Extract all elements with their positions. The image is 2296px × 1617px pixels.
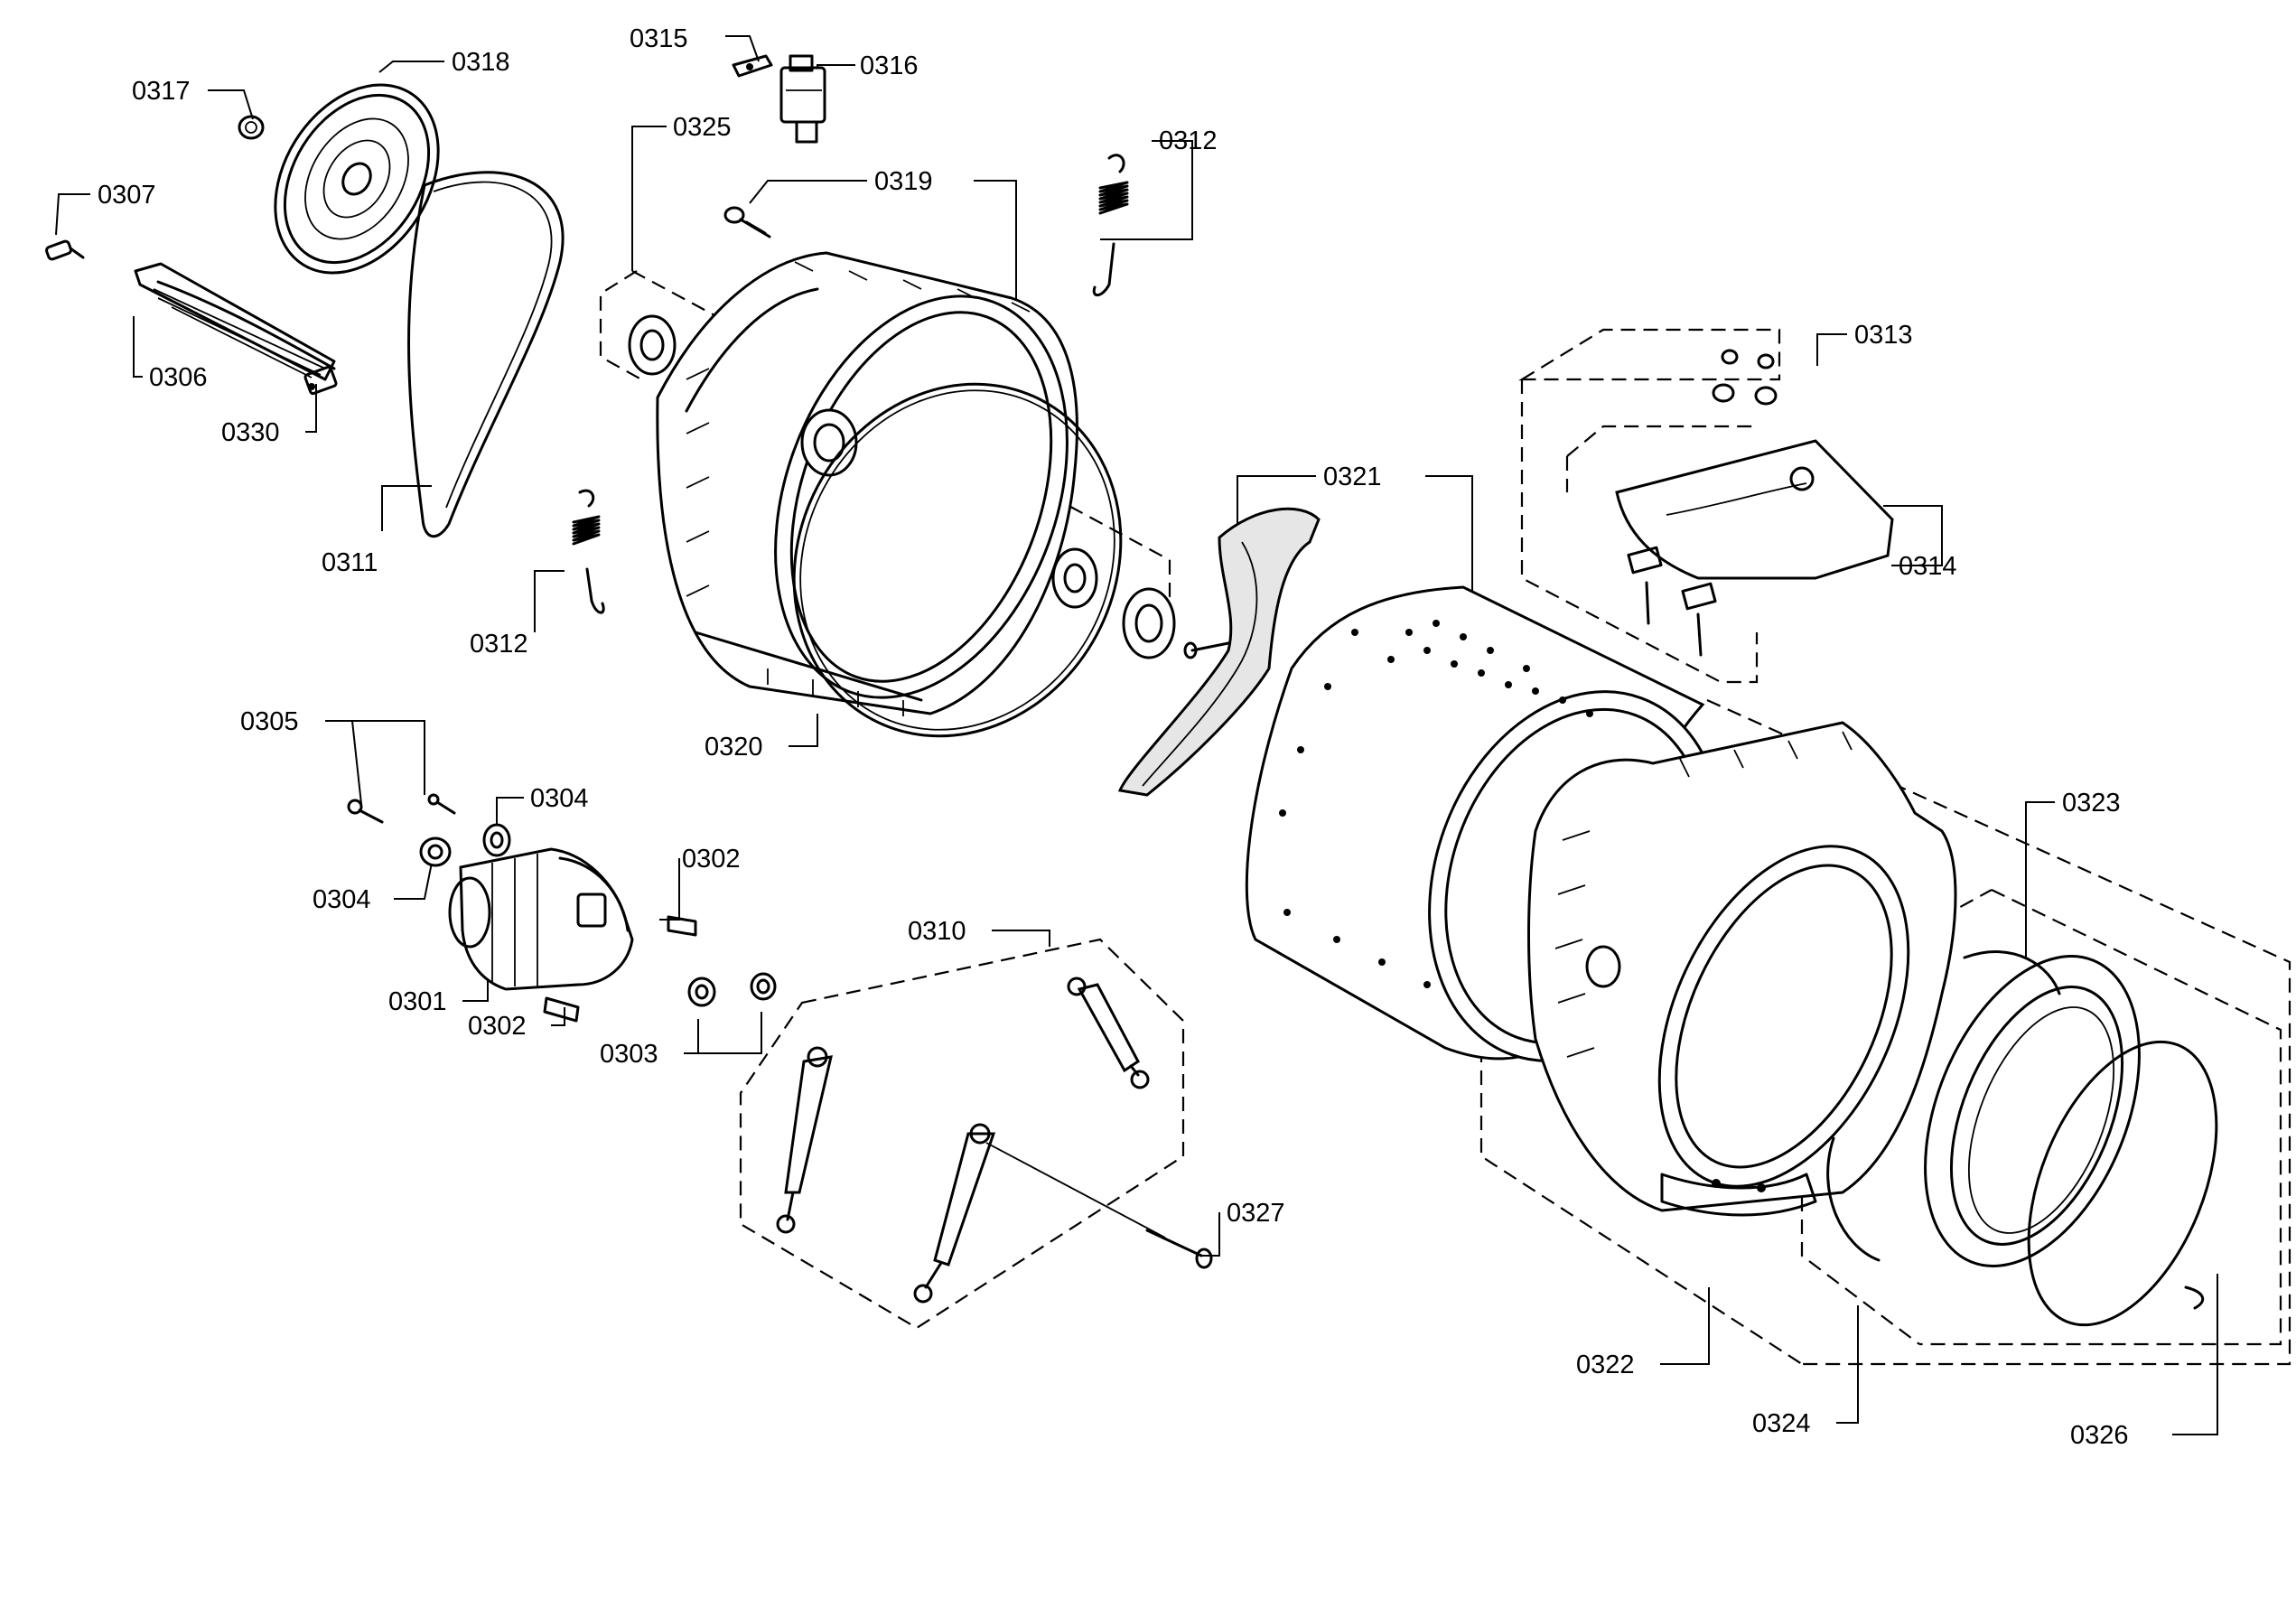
shock-absorber-a xyxy=(776,1046,833,1234)
label-0318[interactable]: 0318 xyxy=(452,48,510,77)
spring-0312-left xyxy=(572,489,605,614)
bushing-0304-a xyxy=(482,823,511,857)
switch-0316 xyxy=(779,54,826,144)
label-0317[interactable]: 0317 xyxy=(132,77,191,106)
label-0302-right[interactable]: 0302 xyxy=(682,845,741,874)
hardware-0313 xyxy=(1712,349,1778,406)
bushing-0304-b xyxy=(419,837,452,867)
seal-0325-c xyxy=(1122,587,1176,659)
label-0305[interactable]: 0305 xyxy=(240,707,299,736)
label-0306[interactable]: 0306 xyxy=(149,363,208,392)
label-0313[interactable]: 0313 xyxy=(1854,321,1913,350)
label-0330[interactable]: 0330 xyxy=(221,418,280,447)
label-0326[interactable]: 0326 xyxy=(2070,1421,2129,1450)
bearing-0325-b xyxy=(1051,547,1098,609)
heater-element-0306 xyxy=(134,262,336,381)
heater-group xyxy=(45,239,338,396)
label-0324[interactable]: 0324 xyxy=(1752,1409,1811,1438)
label-0321[interactable]: 0321 xyxy=(1323,463,1382,491)
counterweight-0314 xyxy=(1615,439,1894,657)
sensor-0330 xyxy=(303,365,338,396)
shock-absorber-c xyxy=(1067,977,1150,1089)
door-seal-0324 xyxy=(1924,955,2141,1267)
spider-0321 xyxy=(1117,507,1321,797)
front-tub-0322 xyxy=(1527,721,1957,1217)
bushing-0303-b xyxy=(750,972,777,1001)
label-0327[interactable]: 0327 xyxy=(1227,1199,1285,1228)
pulley-0318 xyxy=(274,83,440,275)
bolt-0305-a xyxy=(347,799,384,824)
label-0304-right[interactable]: 0304 xyxy=(530,784,589,813)
shock-absorbers-0310 xyxy=(776,977,1150,1304)
label-0301[interactable]: 0301 xyxy=(388,987,447,1016)
gasket-ring-0320 xyxy=(792,382,1123,738)
bushing-0303-a xyxy=(687,977,716,1007)
clamp-ring-0326 xyxy=(2027,1040,2218,1327)
screw-0307 xyxy=(45,239,85,261)
label-0316[interactable]: 0316 xyxy=(860,51,919,80)
label-0320[interactable]: 0320 xyxy=(705,733,763,762)
clip-0302-b xyxy=(543,996,580,1023)
bolt-0305-b xyxy=(427,793,456,815)
label-0319[interactable]: 0319 xyxy=(874,167,933,196)
clamp-wire-0323 xyxy=(1826,950,2061,1262)
bearing-0325-a xyxy=(628,314,677,376)
bracket-0315 xyxy=(732,54,773,78)
bolt-0319 xyxy=(723,206,771,238)
motor-0301 xyxy=(448,847,634,991)
label-0322[interactable]: 0322 xyxy=(1576,1351,1635,1379)
label-0325[interactable]: 0325 xyxy=(673,113,732,142)
nut-0317 xyxy=(238,115,265,140)
label-0310[interactable]: 0310 xyxy=(908,917,966,946)
label-0315[interactable]: 0315 xyxy=(630,24,688,53)
part-labels: 0317 0318 0315 0316 0325 0312 0319 0307 … xyxy=(98,24,2129,1450)
label-0307[interactable]: 0307 xyxy=(98,181,156,210)
belt-0311 xyxy=(407,171,565,538)
label-0302-bottom[interactable]: 0302 xyxy=(468,1012,527,1041)
label-0303[interactable]: 0303 xyxy=(600,1040,658,1069)
bolt-0327 xyxy=(985,1142,1213,1269)
label-0323[interactable]: 0323 xyxy=(2062,789,2121,818)
label-0312-left[interactable]: 0312 xyxy=(470,630,528,659)
spring-0312-top xyxy=(1092,154,1129,297)
shock-absorber-b xyxy=(913,1123,996,1304)
label-0304-left[interactable]: 0304 xyxy=(313,885,371,914)
drum-perforations xyxy=(1279,620,1593,988)
clip-0302-a xyxy=(667,915,697,937)
label-0311[interactable]: 0311 xyxy=(322,548,378,577)
